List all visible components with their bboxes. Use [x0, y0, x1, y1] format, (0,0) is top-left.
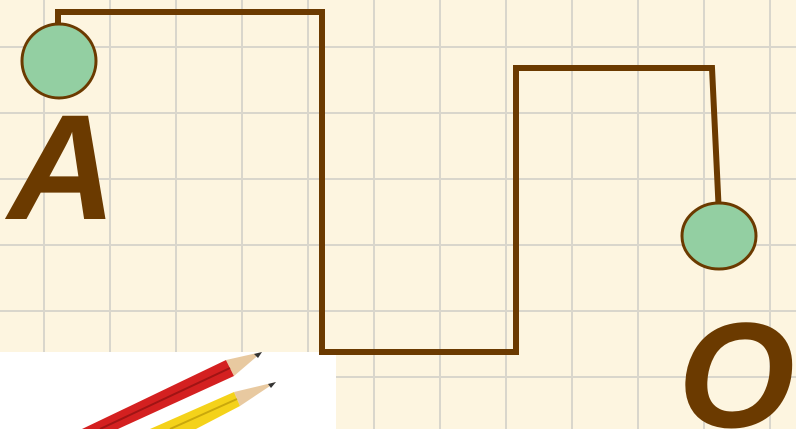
route-path: [58, 12, 720, 352]
point-label-o: O: [678, 300, 795, 429]
end-point-o: [682, 203, 756, 269]
point-label-a: A: [8, 92, 116, 242]
